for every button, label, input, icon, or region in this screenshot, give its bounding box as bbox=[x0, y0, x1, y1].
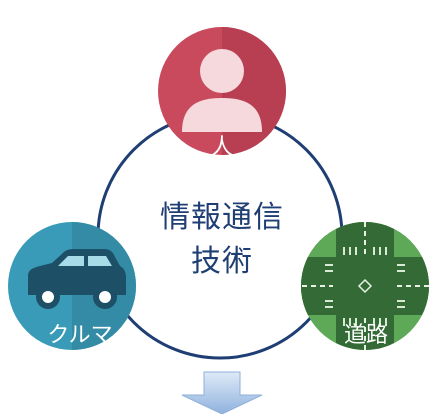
center-title-line2: 技術 bbox=[191, 244, 253, 279]
road-intersection-icon bbox=[301, 222, 429, 350]
person-label: 人 bbox=[210, 135, 233, 160]
person-icon bbox=[182, 49, 262, 132]
car-icon bbox=[28, 249, 126, 309]
down-arrow-icon bbox=[181, 371, 263, 415]
road-label: 道路 bbox=[343, 323, 388, 348]
center-title-line1: 情報通信 bbox=[160, 200, 284, 235]
car-label: クルマ bbox=[47, 323, 113, 348]
road-node bbox=[301, 222, 429, 350]
